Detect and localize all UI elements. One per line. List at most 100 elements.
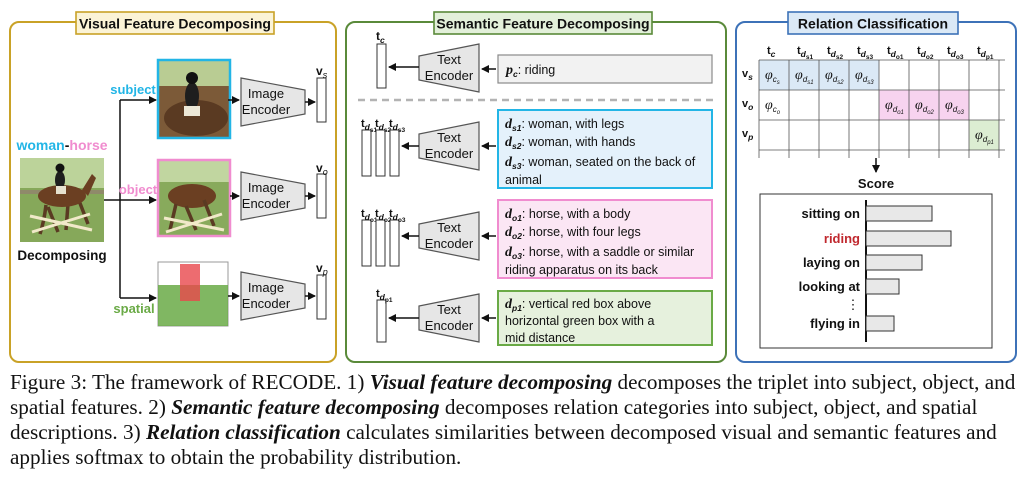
caption-prefix: Figure 3: The framework of RECODE. 1) — [10, 370, 370, 394]
image-encoder-spatial: Image Encoder — [240, 271, 306, 321]
description-line: do3: horse, with a saddle or similar — [505, 245, 694, 261]
text-feature-label-ds3: tds3 — [389, 118, 405, 134]
semantic-panel-title: Semantic Feature Decomposing — [436, 16, 649, 32]
class-prompt-box — [497, 54, 713, 84]
similarity-cell-label: φds3 — [855, 68, 874, 86]
caption-term-visual: Visual feature decomposing — [369, 370, 613, 394]
caption-text-2: decomposes relation categories into subj… — [10, 395, 978, 444]
text-feature-vector-do2 — [375, 219, 386, 267]
similarity-cell — [759, 90, 789, 120]
spatial-branch-label: spatial — [113, 301, 154, 316]
similarity-cell-label: φcs — [765, 68, 780, 86]
text-feature-vector-dp1 — [376, 299, 387, 343]
object-branch-label: object — [119, 182, 158, 197]
similarity-cell — [789, 60, 819, 90]
description-line: ds1: woman, with legs — [505, 117, 624, 133]
caption-term-relation: Relation classification — [145, 420, 341, 444]
description-line: animal — [505, 173, 542, 187]
svg-text:Encoder: Encoder — [242, 196, 291, 211]
score-bar — [865, 278, 900, 295]
subject-crop-image — [156, 58, 232, 140]
description-line: mid distance — [505, 331, 575, 345]
score-bar-label: sitting on — [802, 206, 861, 221]
score-bar — [865, 205, 933, 222]
similarity-cell-label: φdo3 — [945, 98, 965, 116]
matrix-column-head: tds3 — [857, 45, 873, 61]
description-line: ds3: woman, seated on the back of — [505, 155, 696, 171]
svg-text:Image: Image — [248, 86, 284, 101]
score-title: Score — [858, 176, 894, 191]
matrix-column-head: tdo2 — [917, 45, 934, 61]
caption-term-semantic: Semantic feature decomposing — [171, 395, 440, 419]
visual-feature-vector-s: vs — [316, 64, 328, 123]
score-ellipsis: ⋮ — [847, 297, 860, 312]
similarity-cell-label: φds1 — [795, 68, 814, 86]
svg-text:Image: Image — [248, 180, 284, 195]
text-encoder-label: Text — [437, 220, 461, 235]
text-feature-vector-do3 — [389, 219, 400, 267]
framework-figure: Visual Feature Decomposing Semantic Feat… — [9, 11, 1017, 363]
similarity-cell — [939, 90, 969, 120]
similarity-cell — [759, 60, 789, 90]
caption-text-3: calculates similarities between decompos… — [10, 420, 997, 469]
caption-text-1: decomposes the triplet into subject, obj… — [10, 370, 1016, 419]
description-box-spatial — [497, 290, 713, 346]
class-prompt-text: pc: riding — [505, 63, 555, 79]
object-crop-image — [156, 158, 232, 238]
image-encoder-subject: Image Encoder — [240, 77, 306, 127]
visual-feature-vector-p: vp — [316, 261, 328, 320]
description-line: horizontal green box with a — [505, 314, 654, 328]
text-encoder-label: Text — [437, 130, 461, 145]
matrix-column-head: tdp1 — [977, 45, 994, 61]
visual-panel-title: Visual Feature Decomposing — [79, 16, 271, 32]
matrix-row-head: vo — [742, 98, 753, 112]
description-line: do2: horse, with four legs — [505, 225, 641, 241]
description-line: dp1: vertical red box above — [505, 297, 651, 313]
matrix-column-head: tds1 — [797, 45, 813, 61]
text-encoder-label: Encoder — [425, 146, 474, 161]
text-feature-vector-c — [376, 43, 387, 89]
similarity-cell — [849, 60, 879, 90]
similarity-cell — [969, 120, 999, 150]
matrix-column-head: tdo3 — [947, 45, 964, 61]
score-bar-label: looking at — [799, 279, 861, 294]
score-bar — [865, 254, 923, 271]
svg-text:Image: Image — [248, 280, 284, 295]
spatial-box-image — [157, 261, 229, 327]
text-feature-label-do2: tdo2 — [375, 208, 392, 224]
matrix-column-head: tc — [767, 45, 776, 59]
description-line: ds2: woman, with hands — [505, 135, 635, 151]
text-feature-label-ds1: tds1 — [361, 118, 377, 134]
score-bar-label: laying on — [803, 255, 860, 270]
text-feature-vector-ds1 — [361, 129, 372, 177]
text-feature-label-c: tc — [376, 29, 385, 45]
matrix-row-head: vs — [742, 68, 753, 82]
score-bar-label: riding — [824, 231, 860, 246]
text-encoder-label: Encoder — [425, 236, 474, 251]
similarity-cell-label: φdo1 — [885, 98, 904, 116]
text-feature-label-dp1: tdp1 — [376, 288, 393, 304]
text-feature-vector-do1 — [361, 219, 372, 267]
svg-text:vo: vo — [316, 161, 328, 177]
text-feature-vector-ds2 — [375, 129, 386, 177]
decomposing-label: Decomposing — [17, 248, 106, 263]
subject-branch-label: subject — [110, 82, 156, 97]
score-bar — [865, 315, 895, 332]
score-bar-label: flying in — [810, 316, 860, 331]
description-box-subject — [497, 109, 713, 189]
text-encoder-label: Text — [437, 52, 461, 67]
relation-panel-title: Relation Classification — [798, 16, 948, 32]
text-encoder-label: Encoder — [425, 318, 474, 333]
source-image — [20, 158, 104, 242]
similarity-cell-label: φdp1 — [975, 128, 994, 146]
svg-text:Encoder: Encoder — [242, 102, 291, 117]
similarity-cell — [819, 60, 849, 90]
similarity-cell-label: φds2 — [825, 68, 844, 86]
matrix-row-head: vp — [742, 128, 753, 142]
